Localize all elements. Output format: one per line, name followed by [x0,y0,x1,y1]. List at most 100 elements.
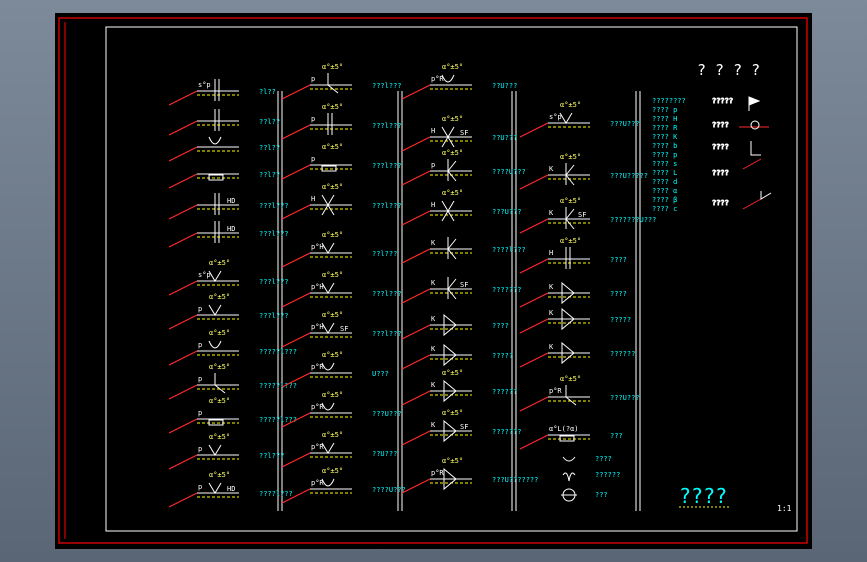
symbol-description: ???l??? [259,278,289,286]
legend-entry: ???????? [652,97,686,105]
dimension-label: α°±5° [322,103,343,111]
param-label: HD [227,197,235,205]
dimension-label: α°±5° [322,271,343,279]
param-label: K [431,381,436,389]
symbol-description: ???????U??? [610,216,656,224]
dimension-label: α°±5° [322,183,343,191]
param-label: K [549,343,554,351]
weld-symbol: α°±5°p????U??? [401,149,526,186]
symbol-description: ????U??? [372,486,406,494]
symbol-description: ???l??? [372,202,402,210]
drawing-viewport[interactable]: s°p?l????l????l????l??HD???l???HD???l???… [55,13,812,549]
symbol-description: ????l??? [492,246,526,254]
legend-entry: ???? c [652,205,677,213]
param-label: p°R [549,387,562,395]
param-label: α°L(?α) [549,425,579,433]
param-label: p [198,341,202,349]
symbol-description: ?????l??? [259,348,297,356]
weld-symbol: α°±5° H ???l??? [281,183,402,220]
weld-symbol: α°±5° p°R ???U??? [519,375,640,412]
weld-symbol: ??l?? [168,136,280,162]
symbol-description: ???l??? [259,202,289,210]
weld-symbol: α°±5°p°H??l??? [281,231,397,268]
legend-entry: ???? s [652,160,677,168]
weld-symbol: K???? [401,313,509,340]
weld-symbol: α°±5° p ??l??? [168,433,284,470]
dimension-label: α°±5° [442,369,463,377]
param-label: H [549,249,553,257]
weld-symbol: K????? [401,343,513,370]
legend-label: ????? [712,97,733,105]
symbol-description: ??l??? [259,452,284,460]
legend-label: ???? [712,169,729,177]
weld-symbol: α°±5°p°R??U??? [401,63,517,100]
weld-symbol: α°±5°H???U??? [401,189,522,226]
param-label: HD [227,225,235,233]
symbol-description: ????U??? [492,168,526,176]
weld-symbol: α°±5°p°R????U??? [281,467,406,504]
symbol-description: ??l?? [259,144,280,152]
dimension-label: α°±5° [560,197,581,205]
dimension-label: α°±5° [322,467,343,475]
column-separators [277,91,641,511]
weld-symbol: K?????? [519,341,635,368]
param-label: p°R [311,403,324,411]
dimension-label: α°±5° [209,397,230,405]
param-label: SF [578,211,586,219]
symbol-description: ????l??? [259,490,293,498]
param-label: HD [227,485,235,493]
param-label: K [549,209,554,217]
param-label: SF [460,281,468,289]
weld-symbol: α°±5°p?????l??? [168,363,297,400]
weld-symbol: HD ???l??? [168,193,289,220]
weld-symbol: α°±5°p???l??? [281,63,402,100]
param-label: p°R [431,75,444,83]
dimension-label: α°±5° [560,375,581,383]
symbol-description: ???U??????? [492,476,538,484]
param-label: p [311,155,315,163]
dimension-label: α°±5° [322,431,343,439]
symbol-description: ???U??? [492,208,522,216]
dimension-label: α°±5° [209,293,230,301]
dimension-label: α°±5° [442,457,463,465]
symbol-description: ????? [492,352,513,360]
column-2-symbols: α°±5°p???l???α°±5°p???l???α°±5°p???l???α… [281,63,406,504]
symbol-description: ???l??? [372,162,402,170]
symbol-description: ??????? [492,428,522,436]
weld-symbol: s°p?l?? [168,79,276,106]
legend-entry: ???? α [652,187,677,195]
symbol-description: ???U??? [610,394,640,402]
weld-symbol: α°±5°p°R???U??? [281,391,402,428]
symbol-description: ???U??? [372,410,402,418]
param-label: p°H [311,323,324,331]
symbol-description: ???? [595,455,612,463]
weld-symbol: ??l?? [168,109,280,136]
symbol-description: ???l??? [372,122,402,130]
legend-entry: ???? H [652,115,677,123]
dimension-label: α°±5° [322,231,343,239]
legend-label: ???? [712,121,729,129]
weld-symbol: HD???l??? [168,221,289,248]
symbol-description: ??l??? [372,250,397,258]
symbol-description: ?????l??? [259,416,297,424]
dimension-label: α°±5° [560,237,581,245]
dimension-label: α°±5° [442,409,463,417]
legend-entry: ???? d [652,178,677,186]
dimension-label: α°±5° [209,433,230,441]
weld-symbol: α°±5°s°p???l??? [168,259,289,296]
param-label: SF [460,423,468,431]
symbol-description: ??? [610,432,623,440]
dimension-label: α°±5° [209,471,230,479]
symbol-description: ?????l??? [259,382,297,390]
param-label: p [431,161,435,169]
param-label: H [431,127,435,135]
param-label: H [311,195,315,203]
weld-symbol: α°±5°s°p???U??? [519,101,640,138]
param-label: p [198,445,202,453]
param-label: s°p [549,113,562,121]
inner-border [105,26,798,532]
